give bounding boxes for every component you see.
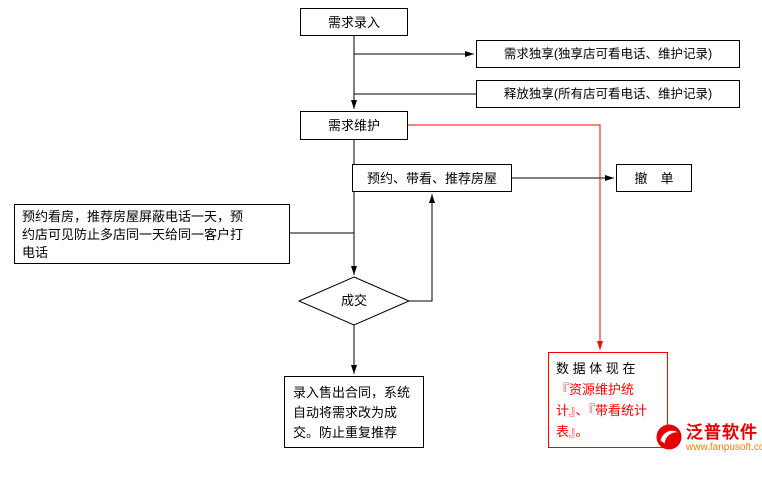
node-demand-maintenance: 需求维护 bbox=[300, 111, 408, 140]
node-release-exclusive: 释放独享(所有店可看电话、维护记录) bbox=[476, 80, 740, 108]
brand-url: www.fanpusoft.com bbox=[686, 442, 762, 453]
node-demand-entry: 需求录入 bbox=[300, 8, 408, 36]
node-contract-note: 录入售出合同，系统 自动将需求改为成 交。防止重复推荐 bbox=[284, 376, 424, 448]
node-left-note: 预约看房，推荐房屋屏蔽电话一天，预 约店可见防止多店同一天给同一客户打 电话 bbox=[14, 204, 290, 264]
deal-diamond-shape bbox=[297, 276, 411, 326]
fanpu-watermark: 泛普软件 www.fanpusoft.com bbox=[656, 424, 762, 454]
node-cancel-order: 撤 单 bbox=[616, 164, 692, 192]
node-demand-exclusive: 需求独享(独享店可看电话、维护记录) bbox=[476, 40, 740, 68]
fanpu-logo-icon bbox=[656, 424, 682, 450]
data-note-black-text: 数 据 体 现 在 bbox=[556, 361, 636, 376]
node-deal: 成交 bbox=[340, 293, 367, 308]
arrow-maintenance-to-data-note-red bbox=[408, 124, 603, 350]
arrow-deal-feedback-to-appointment bbox=[409, 194, 435, 302]
node-data-note: 数 据 体 现 在『资源维护统计』、『带看统计表』。 bbox=[548, 352, 668, 448]
node-appointment: 预约、带看、推荐房屋 bbox=[352, 164, 512, 192]
data-note-red-text: 『资源维护统计』、『带看统计表』。 bbox=[556, 382, 648, 439]
brand-name: 泛普软件 bbox=[686, 423, 758, 442]
